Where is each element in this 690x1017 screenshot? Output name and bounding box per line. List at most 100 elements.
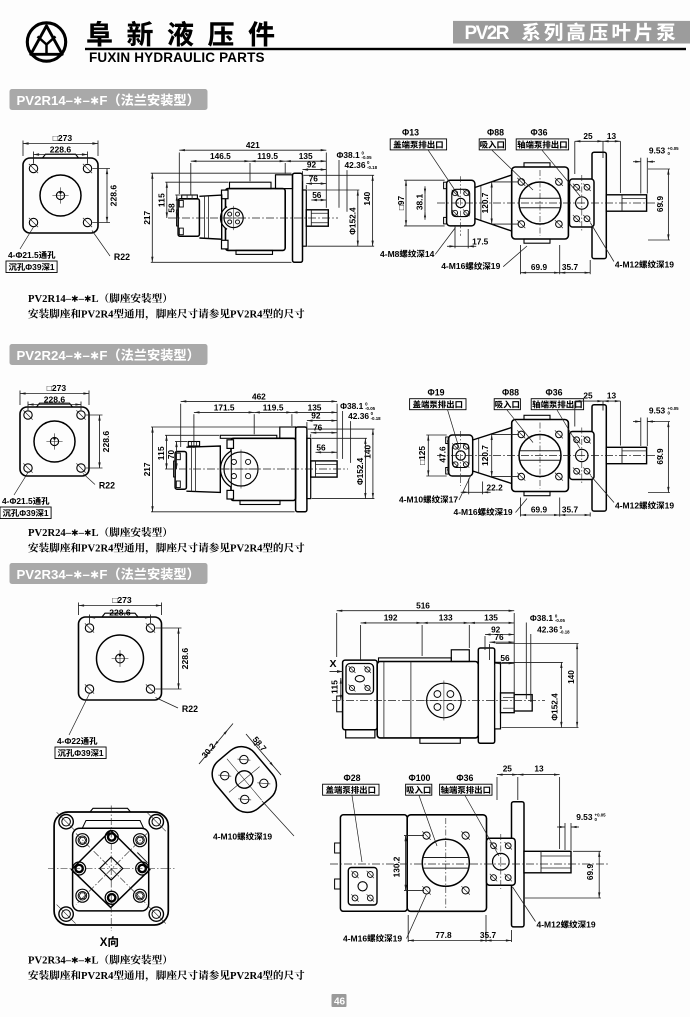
svg-text:76: 76 (309, 174, 319, 184)
svg-text:4-M8: 4-M8 (380, 249, 400, 259)
svg-text:42.36: 42.36 (345, 160, 366, 170)
svg-text:46: 46 (334, 997, 346, 1008)
svg-text:–: – (78, 956, 85, 967)
svg-text:119.5: 119.5 (257, 151, 278, 161)
svg-text:217: 217 (142, 210, 152, 224)
svg-text:140: 140 (362, 191, 372, 205)
svg-text:92: 92 (491, 624, 501, 634)
svg-text:-0.18: -0.18 (560, 630, 571, 635)
svg-text:19: 19 (393, 933, 403, 943)
svg-text:□97: □97 (396, 196, 406, 211)
svg-text:35.7: 35.7 (562, 505, 579, 515)
svg-text:140: 140 (362, 445, 372, 459)
svg-text:+0.05: +0.05 (668, 406, 680, 411)
svg-text:228.6: 228.6 (50, 144, 72, 154)
svg-text:140: 140 (566, 670, 576, 684)
svg-text:19: 19 (586, 920, 596, 930)
svg-text:38.1: 38.1 (414, 194, 424, 211)
svg-text:Φ152.4: Φ152.4 (348, 207, 357, 235)
svg-text:130.2: 130.2 (391, 856, 401, 877)
svg-text:–: – (83, 348, 90, 363)
svg-text:69.9: 69.9 (655, 448, 665, 465)
svg-text:1: 1 (50, 262, 55, 272)
svg-text:516: 516 (416, 601, 430, 611)
svg-text:462: 462 (252, 391, 266, 401)
svg-text:17.5: 17.5 (472, 236, 489, 246)
svg-text:PV2R24–: PV2R24– (28, 528, 72, 539)
svg-text:69.9: 69.9 (531, 505, 548, 515)
svg-text:–: – (83, 93, 90, 108)
svg-text:69.9: 69.9 (655, 196, 665, 213)
svg-text:4-M12: 4-M12 (615, 501, 639, 511)
svg-text:4-M16: 4-M16 (454, 507, 478, 517)
svg-text:Φ88: Φ88 (487, 128, 504, 138)
svg-text:4-M16: 4-M16 (343, 933, 367, 943)
svg-text:135: 135 (308, 402, 322, 412)
svg-text:L: L (92, 528, 99, 539)
svg-text:13: 13 (607, 391, 617, 401)
svg-text:4-Φ22: 4-Φ22 (57, 736, 81, 746)
svg-text:47.6: 47.6 (437, 446, 447, 463)
svg-text:PV2R: PV2R (465, 23, 510, 44)
svg-text:F: F (99, 567, 107, 582)
svg-text:19: 19 (263, 832, 273, 842)
svg-text:Φ36: Φ36 (546, 388, 563, 398)
svg-text:-0.05: -0.05 (362, 155, 373, 160)
svg-text:19: 19 (491, 261, 501, 271)
svg-text:4-M16: 4-M16 (441, 261, 465, 271)
svg-text:Φ28: Φ28 (344, 773, 361, 783)
svg-text:+0.05: +0.05 (668, 146, 680, 151)
svg-text:9.53: 9.53 (649, 146, 666, 156)
svg-text:192: 192 (384, 613, 398, 623)
svg-text:Φ152.4: Φ152.4 (551, 693, 560, 721)
svg-text:Φ152.4: Φ152.4 (356, 457, 365, 485)
svg-text:–: – (78, 528, 85, 539)
svg-text:115: 115 (329, 680, 339, 694)
svg-text:133: 133 (439, 613, 453, 623)
svg-text:92: 92 (307, 160, 317, 170)
svg-text:□125: □125 (417, 446, 427, 465)
svg-text:PV2R34–: PV2R34– (28, 956, 72, 967)
svg-text:76: 76 (313, 423, 323, 433)
svg-text:77.8: 77.8 (435, 930, 452, 940)
svg-text:14: 14 (425, 249, 435, 259)
svg-text:58: 58 (166, 203, 176, 213)
svg-text:171.5: 171.5 (214, 402, 235, 412)
svg-text:4-Φ21.5: 4-Φ21.5 (8, 250, 39, 260)
svg-text:69.9: 69.9 (531, 262, 548, 272)
svg-text:Φ38.1: Φ38.1 (530, 613, 554, 623)
svg-text:228.6: 228.6 (101, 431, 111, 453)
svg-text:L: L (92, 956, 99, 967)
svg-text:□273: □273 (47, 383, 67, 393)
svg-text:PV2R34–: PV2R34– (17, 567, 74, 582)
svg-text:4-M10: 4-M10 (399, 495, 423, 505)
svg-text:119.5: 119.5 (263, 402, 284, 412)
svg-text:146.5: 146.5 (210, 151, 231, 161)
svg-text:25: 25 (503, 764, 513, 774)
svg-text:PV2R24–: PV2R24– (17, 348, 74, 363)
svg-text:135: 135 (484, 613, 498, 623)
svg-text:Φ36: Φ36 (531, 128, 548, 138)
svg-text:R22: R22 (182, 704, 198, 714)
svg-text:228.6: 228.6 (109, 607, 131, 617)
svg-text:35.7: 35.7 (480, 930, 497, 940)
svg-text:42.36: 42.36 (537, 625, 558, 635)
svg-text:0: 0 (595, 817, 598, 822)
svg-text:X: X (330, 658, 337, 670)
svg-text:PV2R14–: PV2R14– (28, 294, 72, 305)
svg-text:13: 13 (607, 131, 617, 141)
svg-text:–: – (83, 567, 90, 582)
svg-text:Φ39: Φ39 (19, 508, 36, 518)
svg-text:-0.18: -0.18 (371, 416, 382, 421)
svg-text:4-M12: 4-M12 (615, 260, 639, 270)
svg-text:Φ38.1: Φ38.1 (337, 150, 361, 160)
svg-text:30.2: 30.2 (199, 741, 217, 760)
svg-text:L: L (92, 294, 99, 305)
svg-text:76: 76 (494, 632, 504, 642)
svg-text:56: 56 (312, 190, 322, 200)
svg-text:1: 1 (99, 748, 104, 758)
svg-text:R22: R22 (99, 481, 115, 491)
svg-text:92: 92 (311, 411, 321, 421)
svg-text:135: 135 (299, 151, 313, 161)
svg-text:421: 421 (246, 140, 260, 150)
